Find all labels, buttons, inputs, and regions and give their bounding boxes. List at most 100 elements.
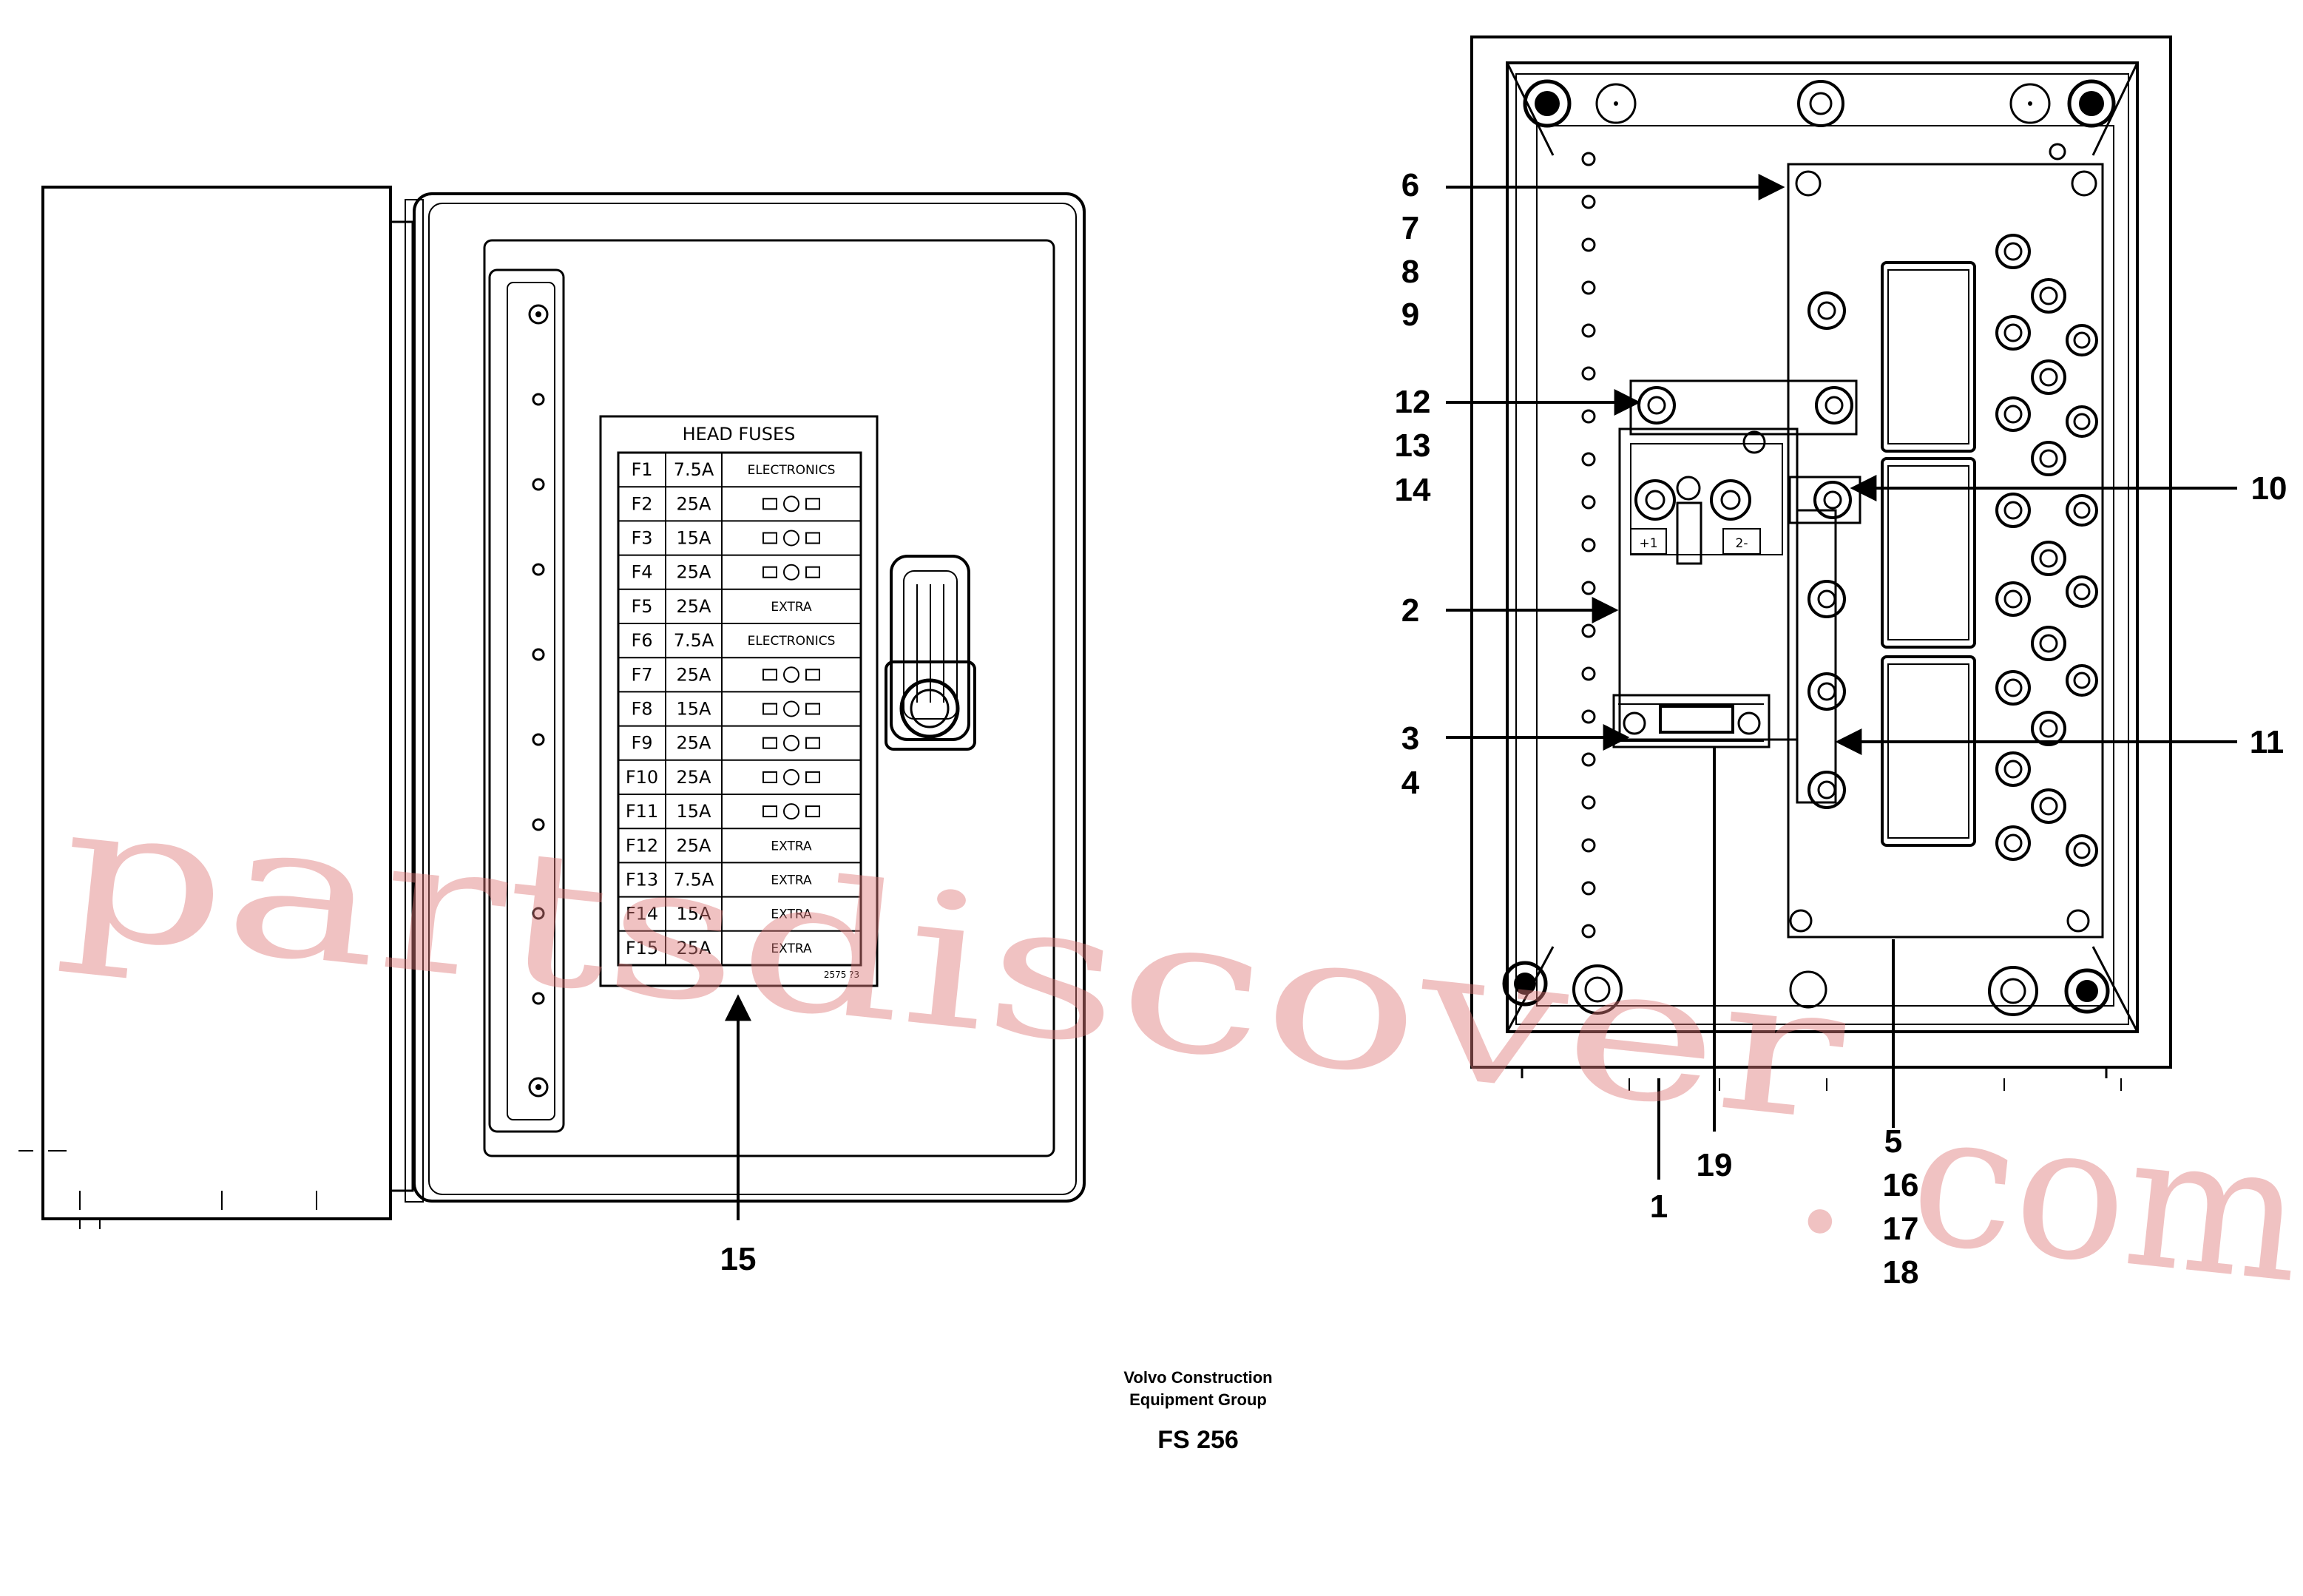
callout-5: 5 [1884,1123,1902,1160]
fuse-symbol-icon [762,700,820,717]
fuse-symbol-icon [762,768,820,785]
fuse-id: F3 [631,528,652,549]
callout-18: 18 [1883,1254,1919,1291]
terminal-stud [1995,825,2031,861]
terminal-stud [2066,405,2098,438]
terminal-stud [2066,494,2098,527]
fuse-id: F2 [631,493,652,514]
fuse-amperage: 25A [677,493,712,514]
terminal-stud [2031,711,2066,746]
fuse-amperage: 7.5A [674,630,714,651]
fuse-amperage: 25A [677,664,712,685]
box-side-panel [41,186,392,1220]
fuse-amperage: 25A [677,562,712,583]
rail-hole [1581,409,1596,424]
terminal-stud [1995,581,2031,617]
fuse-id: F4 [631,562,652,583]
fuse-amperage: 25A [677,767,712,788]
rail-hole [1581,623,1596,638]
fuse-function: ELECTRONICS [748,634,836,649]
fuse-id: F13 [626,870,658,890]
terminal-stud [2031,541,2066,576]
terminal-stud [2031,278,2066,314]
terminal-stud [2031,359,2066,395]
callout-1: 1 [1650,1188,1668,1225]
terminal-stud [1995,670,2031,706]
box-base-ticks [18,1150,317,1229]
callout-7: 7 [1401,210,1419,246]
fuse-amperage: 7.5A [674,870,714,890]
fuse-symbol-icon [762,496,820,513]
fuse-symbol-icon [762,734,820,751]
corner-nuts [1502,79,2116,1016]
box-housing [1470,35,2172,1069]
rail-hole [1581,581,1596,595]
relay-3 [1881,655,1976,847]
callout-12: 12 [1395,384,1431,420]
main-relay-block: +1 2- [1612,379,1861,748]
busbar [1796,509,1837,804]
fuse-amperage: 7.5A [674,459,714,480]
relay-1 [1881,261,1976,453]
callout-16: 16 [1883,1167,1919,1203]
callout-9: 9 [1401,297,1419,333]
fuse-label-title: HEAD FUSES [683,424,796,444]
watermark-line2: . com [1785,1057,2303,1324]
fuse-id: F11 [626,801,658,822]
fuse-amperage: 25A [677,938,712,958]
fuse-id: F7 [631,664,652,685]
fuse-symbol-icon [762,666,820,683]
left-rail-holes [1581,152,1596,939]
callout-6: 6 [1401,167,1419,203]
closed-fuse-box-view: HEAD FUSES F1 7.5A ELECTRONICS F2 25A F3 15A F4… [18,186,1086,1277]
callout-2: 2 [1401,592,1419,629]
callout-8: 8 [1401,254,1419,290]
rail-hole [1581,881,1596,896]
rail-hole [1581,237,1596,252]
rail-hole [1581,280,1596,295]
terminal-studs [1995,234,2098,867]
terminal-stud [2066,834,2098,867]
footer: Volvo Construction Equipment Group FS 25… [1123,1368,1272,1454]
fuse-amperage: 15A [677,699,712,720]
fuse-function: ELECTRONICS [748,463,836,478]
terminal-stud [1995,751,2031,787]
fuse-symbol-icon [762,803,820,820]
terminal-stud [1995,396,2031,432]
rail-hole [1581,323,1596,338]
footer-company-line1: Volvo Construction [1123,1368,1272,1387]
terminal-stud [2066,324,2098,356]
callout-14: 14 [1395,472,1431,508]
relay-2 [1881,457,1976,649]
fuse-function: EXTRA [771,941,812,956]
fuse-id: F14 [626,904,658,924]
terminal-stud [2031,441,2066,476]
callout-4: 4 [1401,765,1420,801]
fuse-function: EXTRA [771,873,812,888]
terminal-stud [2066,664,2098,697]
rail-hole [1581,495,1596,510]
callout-3: 3 [1401,720,1419,757]
rail-hole [1581,838,1596,853]
fuse-label-code: 2575 ?3 [824,970,859,980]
fuse-id: F1 [631,459,652,480]
terminal-stud [2066,575,2098,608]
fuse-id: F12 [626,835,658,856]
fuse-board [1787,143,2104,939]
rail-hole [1581,752,1596,767]
fuse-function: EXTRA [771,839,812,853]
terminal-stud [2031,626,2066,661]
rail-hole [1581,666,1596,681]
rail-hole [1581,366,1596,381]
fuse-amperage: 25A [677,733,712,754]
terminal-plus-label: +1 [1639,536,1657,551]
fuse-amperage: 25A [677,596,712,617]
fuse-amperage: 25A [677,835,712,856]
callout-10: 10 [2251,470,2287,507]
callout-19: 19 [1697,1147,1733,1183]
open-fuse-box-view: +1 2- [1395,35,2287,1291]
head-fuses-label: HEAD FUSES F1 7.5A ELECTRONICS F2 25A F3 15A F4… [599,415,879,987]
terminal-stud [1995,493,2031,528]
footer-figure-code: FS 256 [1157,1426,1239,1454]
